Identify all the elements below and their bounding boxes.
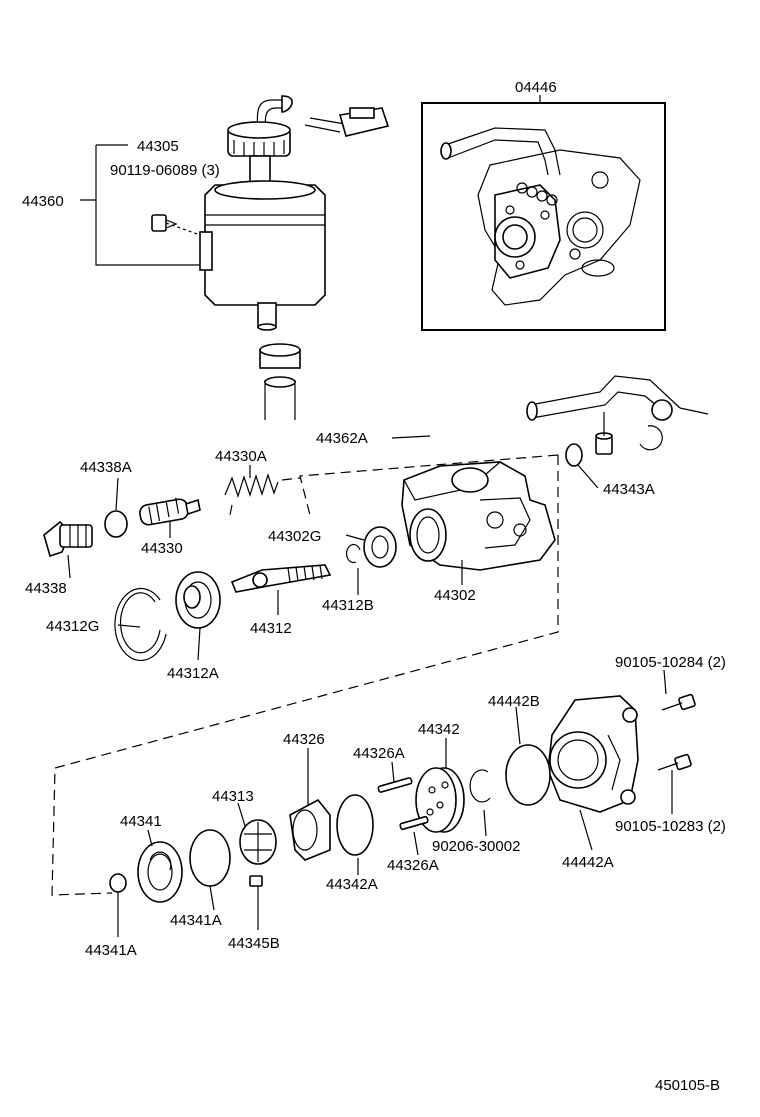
shaft-and-bearings xyxy=(114,526,397,662)
label-44312: 44312 xyxy=(250,620,292,637)
label-44343A: 44343A xyxy=(603,481,655,498)
rear-housing-44442A xyxy=(547,695,639,813)
label-44360: 44360 xyxy=(22,193,64,210)
label-44305: 44305 xyxy=(137,138,179,155)
label-90206-30002: 90206-30002 xyxy=(432,838,520,855)
flow-control-valve xyxy=(43,473,279,558)
gasket-kit-04446 xyxy=(421,95,666,331)
label-44326: 44326 xyxy=(283,731,325,748)
label-44312A: 44312A xyxy=(167,665,219,682)
label-44342A: 44342A xyxy=(326,876,378,893)
label-90105-10284: 90105-10284 (2) xyxy=(615,654,726,671)
label-44326A-bottom: 44326A xyxy=(387,857,439,874)
label-44312B: 44312B xyxy=(322,597,374,614)
label-44330: 44330 xyxy=(141,540,183,557)
label-44330A: 44330A xyxy=(215,448,267,465)
bolts-90105 xyxy=(657,693,696,771)
label-44338A: 44338A xyxy=(80,459,132,476)
label-44326A-top: 44326A xyxy=(353,745,405,762)
label-90119-06089: 90119-06089 (3) xyxy=(110,162,220,179)
label-44313: 44313 xyxy=(212,788,254,805)
part-labels: 04446 44305 90119-06089 (3) 44360 44362A… xyxy=(22,79,726,1094)
bolt-90119-icon xyxy=(151,214,178,232)
label-44341: 44341 xyxy=(120,813,162,830)
assembly-outline xyxy=(51,454,559,896)
label-44341A-left: 44341A xyxy=(85,942,137,959)
label-44345B: 44345B xyxy=(228,935,280,952)
label-04446: 04446 xyxy=(515,79,557,96)
label-44342: 44342 xyxy=(418,721,460,738)
label-44362A: 44362A xyxy=(316,430,368,447)
reservoir-assembly xyxy=(80,95,390,420)
label-44302G: 44302G xyxy=(268,528,321,545)
label-90105-10283: 90105-10283 (2) xyxy=(615,818,726,835)
label-44341A-mid: 44341A xyxy=(170,912,222,929)
suction-hose xyxy=(526,375,709,467)
pump-cartridge-parts xyxy=(109,744,551,903)
label-44312G: 44312G xyxy=(46,618,99,635)
label-44302: 44302 xyxy=(434,587,476,604)
label-44338: 44338 xyxy=(25,580,67,597)
label-44442A: 44442A xyxy=(562,854,614,871)
label-44442B: 44442B xyxy=(488,693,540,710)
pump-body-44302 xyxy=(401,461,556,571)
leader-lines xyxy=(67,435,673,937)
diagram-code: 450105-B xyxy=(655,1077,720,1094)
